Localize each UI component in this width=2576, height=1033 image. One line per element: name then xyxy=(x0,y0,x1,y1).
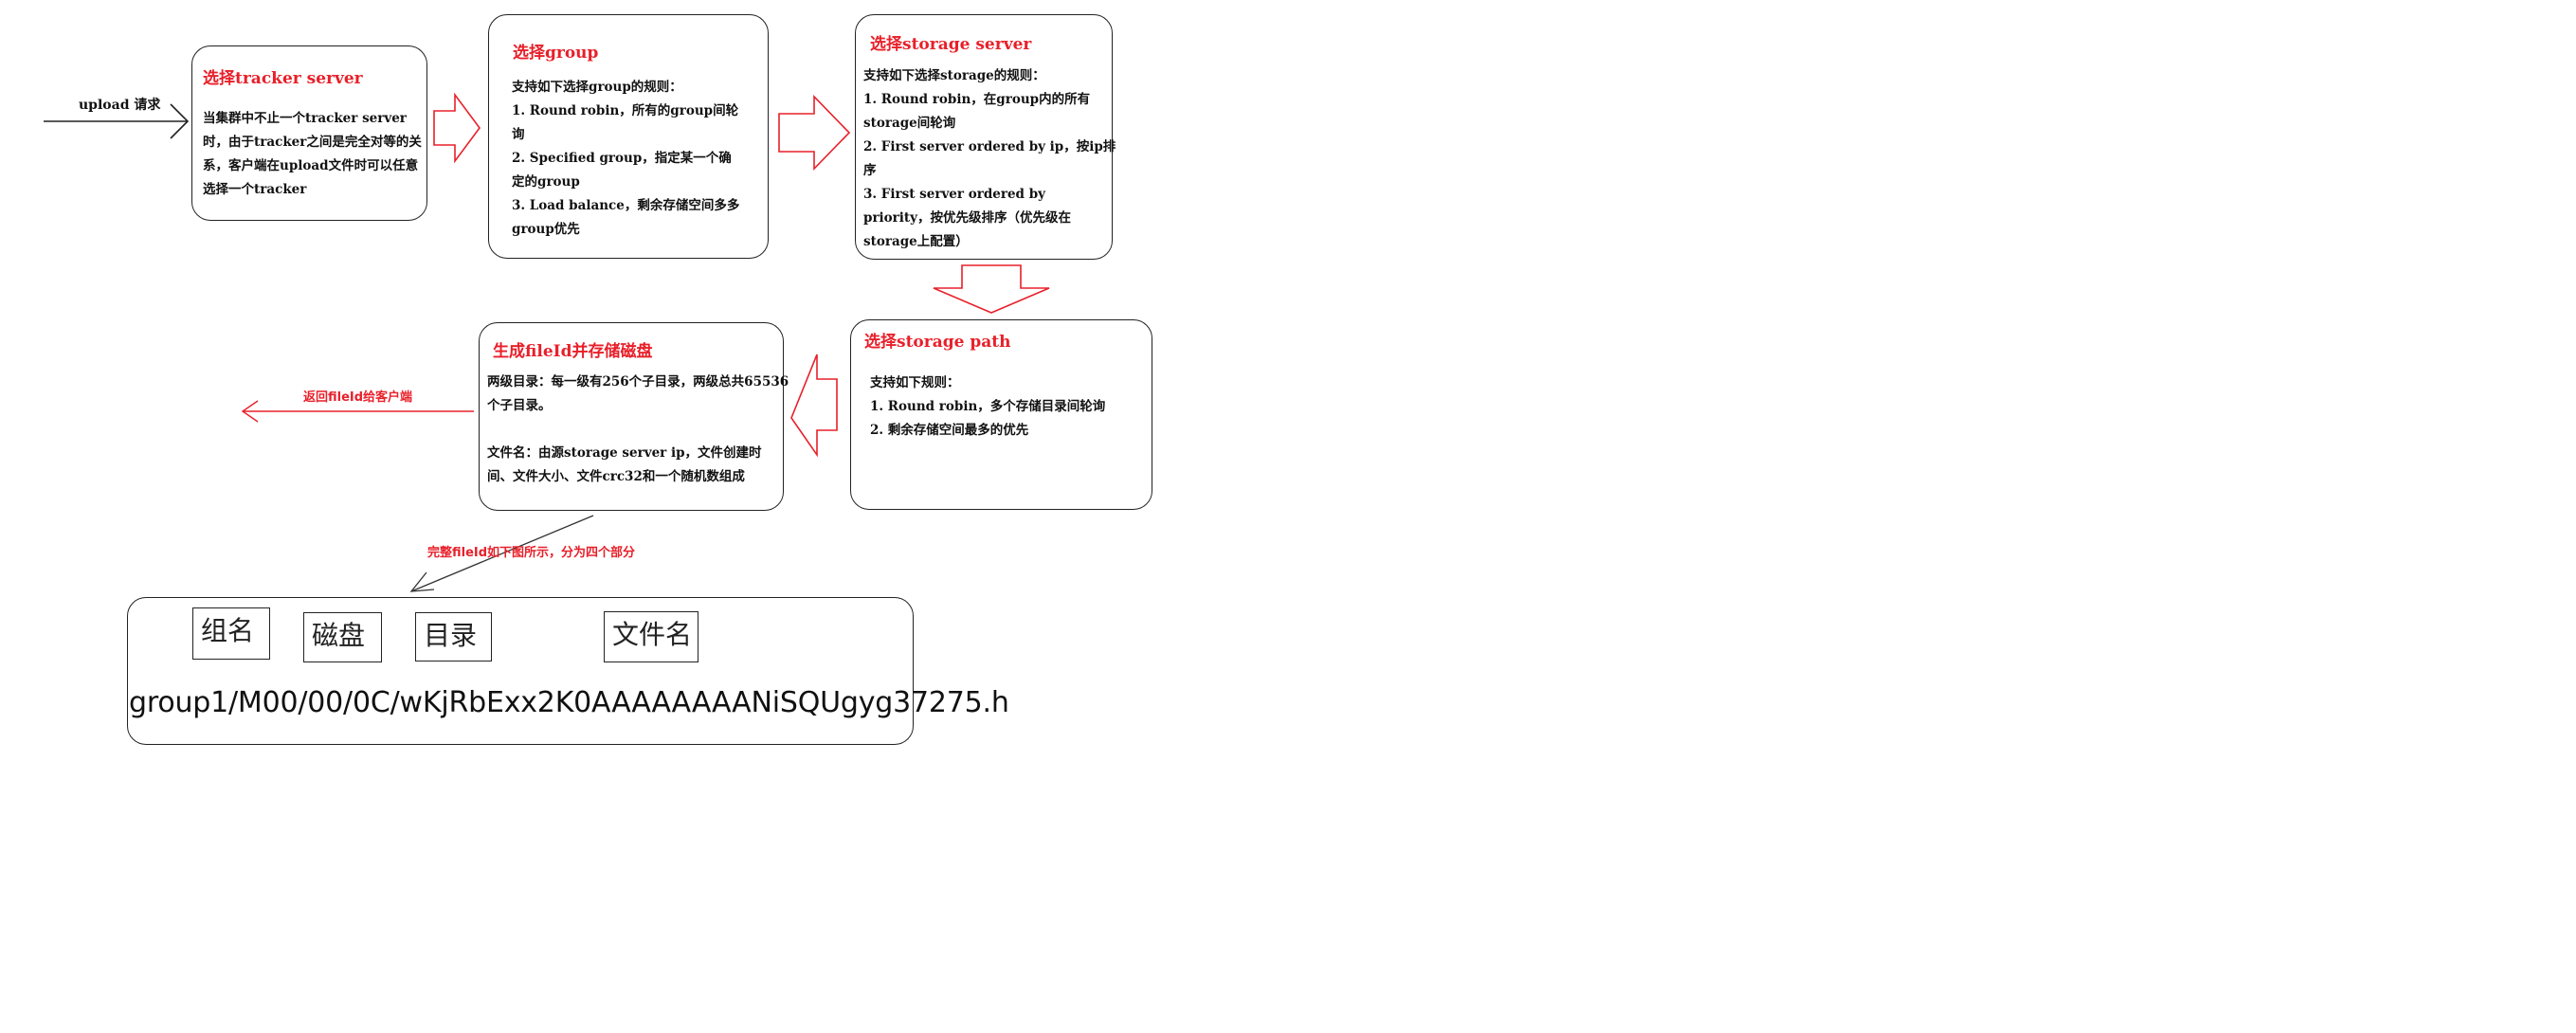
storage-server-line: 2. First server ordered by ip，按ip排 xyxy=(863,139,1116,154)
group-line: 询 xyxy=(512,127,525,142)
group-line: group优先 xyxy=(512,222,580,237)
upload-arrow xyxy=(44,103,190,139)
storage-path-line: 1. Round robin，多个存储目录间轮询 xyxy=(870,399,1106,414)
storage-server-line: storage上配置） xyxy=(863,234,969,249)
fileid-desc: 两级目录：每一级有256个子目录，两级总共65536 个子目录。 文件名：由源s… xyxy=(487,371,789,489)
storage-server-line: storage间轮询 xyxy=(863,116,956,131)
tracker-line: 时，由于tracker之间是完全对等的关 xyxy=(203,135,422,150)
block-arrow-down xyxy=(933,264,1050,314)
tracker-line: 系，客户端在upload文件时可以任意 xyxy=(203,158,419,173)
callout-filename: 文件名 xyxy=(604,611,698,662)
group-line: 定的group xyxy=(512,174,580,190)
storage-server-box xyxy=(855,14,1113,260)
storage-server-line: 支持如下选择storage的规则： xyxy=(863,68,1045,83)
storage-server-line: 1. Round robin，在group内的所有 xyxy=(863,92,1091,107)
storage-path-line: 支持如下规则： xyxy=(870,375,960,390)
storage-path-line: 2. 剩余存储空间最多的优先 xyxy=(870,423,1029,438)
block-arrow-left xyxy=(790,353,838,458)
fileid-note-label: 完整fileId如下图所示，分为四个部分 xyxy=(427,546,636,560)
storage-server-title: 选择storage server xyxy=(870,35,1032,54)
fileid-line: 文件名：由源storage server ip，文件创建时 xyxy=(487,445,762,461)
group-line: 2. Specified group，指定某一个确 xyxy=(512,151,732,166)
group-title: 选择group xyxy=(513,44,599,63)
block-arrow-right-1 xyxy=(433,92,481,164)
fileid-line: 两级目录：每一级有256个子目录，两级总共65536 xyxy=(487,374,789,390)
fileid-line: 个子目录。 xyxy=(487,398,552,413)
tracker-line: 当集群中不止一个tracker server xyxy=(203,111,407,126)
callout-disk: 磁盘 xyxy=(303,612,382,662)
fileid-line: 间、文件大小、文件crc32和一个随机数组成 xyxy=(487,469,745,484)
storage-path-title: 选择storage path xyxy=(864,333,1011,352)
fileid-pointer-arrow xyxy=(409,515,594,592)
upload-request-label: upload 请求 xyxy=(79,98,161,113)
return-fileid-label: 返回fileId给客户端 xyxy=(303,390,413,405)
tracker-server-box xyxy=(191,45,427,221)
group-line: 3. Load balance，剩余存储空间多多 xyxy=(512,198,740,213)
callout-directory: 目录 xyxy=(415,612,492,661)
tracker-server-title: 选择tracker server xyxy=(203,69,363,88)
callout-group-name: 组名 xyxy=(192,607,270,660)
fileid-line xyxy=(487,418,789,442)
storage-server-line: 3. First server ordered by xyxy=(863,187,1045,202)
fileid-example-text: group1/M00/00/0C/wKjRbExx2K0AAAAAAAANiSQ… xyxy=(129,686,1009,719)
tracker-line: 选择一个tracker xyxy=(203,182,307,197)
group-line: 1. Round robin，所有的group间轮 xyxy=(512,103,739,118)
group-line: 支持如下选择group的规则： xyxy=(512,80,682,95)
fileid-box xyxy=(479,322,784,511)
storage-path-box xyxy=(850,319,1152,510)
storage-server-line: 序 xyxy=(863,163,877,178)
storage-server-line: priority，按优先级排序（优先级在 xyxy=(863,210,1072,226)
return-arrow xyxy=(241,400,474,423)
group-desc: 支持如下选择group的规则： 1. Round robin，所有的group间… xyxy=(512,76,739,242)
block-arrow-right-2 xyxy=(778,95,851,171)
storage-path-desc: 支持如下规则： 1. Round robin，多个存储目录间轮询 2. 剩余存储… xyxy=(870,372,1105,443)
storage-server-desc: 支持如下选择storage的规则： 1. Round robin，在group内… xyxy=(863,64,1116,254)
tracker-server-desc: 当集群中不止一个tracker server 时，由于tracker之间是完全对… xyxy=(203,107,422,202)
group-box xyxy=(488,14,769,259)
fileid-title: 生成fileId并存储磁盘 xyxy=(493,342,653,361)
